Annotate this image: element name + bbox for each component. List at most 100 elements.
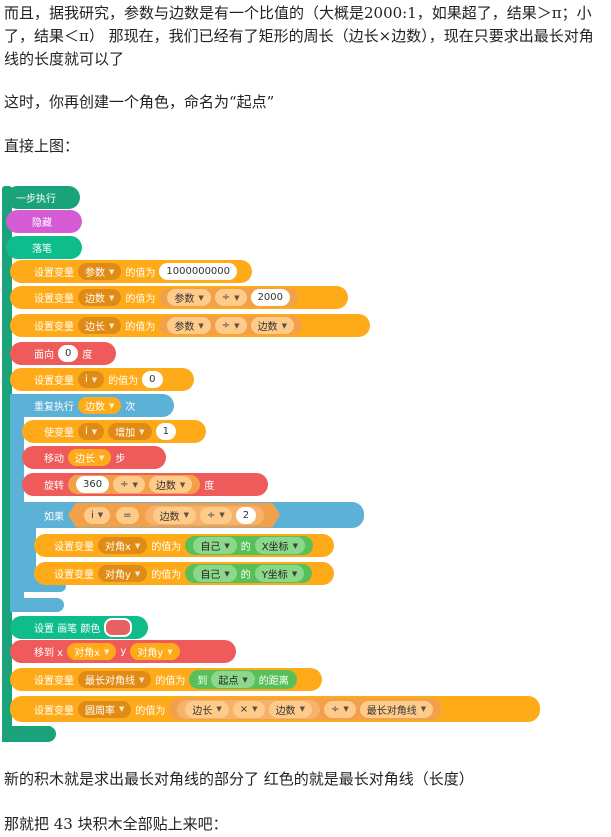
- x-reporter[interactable]: 对角x▼: [67, 643, 117, 660]
- operator-dropdown[interactable]: ÷▼: [113, 476, 145, 493]
- equals-sign: =: [116, 507, 138, 524]
- attribute-dropdown[interactable]: X坐标▼: [254, 537, 305, 554]
- var-reporter[interactable]: i▼: [84, 507, 110, 524]
- set-var-i-block[interactable]: 设置变量 i▼ 的值为 0: [10, 368, 194, 391]
- y-reporter[interactable]: 对角y▼: [130, 643, 180, 660]
- script-tail: [2, 726, 56, 742]
- hat-one-step-block[interactable]: 一步执行: [6, 186, 80, 209]
- pen-down-block[interactable]: 落笔: [6, 236, 82, 259]
- var-reporter[interactable]: 参数▼: [167, 289, 211, 306]
- chevron-down-icon: ▼: [291, 569, 298, 578]
- var-dropdown[interactable]: i▼: [78, 423, 105, 440]
- value-input[interactable]: 1: [155, 423, 176, 440]
- chevron-down-icon: ▼: [104, 647, 110, 656]
- direct-image-paragraph: 直接上图：: [4, 137, 80, 155]
- hide-block[interactable]: 隐藏: [6, 210, 82, 233]
- op-dropdown[interactable]: 增加▼: [108, 423, 152, 440]
- var-reporter[interactable]: 边长▼: [185, 700, 229, 718]
- equals-operator[interactable]: i▼ = 边数▼ ÷▼ 2: [68, 503, 280, 528]
- sprite-dropdown[interactable]: 自己▼: [193, 537, 237, 554]
- chevron-down-icon: ▼: [183, 511, 189, 519]
- var-dropdown[interactable]: 边长▼: [78, 317, 122, 334]
- chevron-down-icon: ▼: [299, 705, 305, 713]
- var-dropdown[interactable]: i▼: [78, 371, 105, 388]
- if-block[interactable]: 如果 i▼ = 边数▼ ÷▼ 2: [22, 502, 364, 528]
- set-var-diag-y-block[interactable]: 设置变量 对角y▼ 的值为 自己▼ 的 Y坐标▼: [34, 562, 334, 585]
- chevron-down-icon: ▼: [167, 647, 173, 656]
- var-reporter[interactable]: 边数▼: [250, 317, 294, 334]
- chevron-down-icon: ▼: [179, 480, 186, 489]
- chevron-down-icon: ▼: [139, 427, 145, 436]
- divide-operator[interactable]: 360 ÷▼ 边数▼: [68, 475, 201, 494]
- divide-operator[interactable]: 参数▼ ÷▼ 边数▼: [159, 316, 302, 335]
- var-dropdown[interactable]: 边数▼: [78, 289, 122, 306]
- var-reporter[interactable]: 最长对角线▼: [359, 700, 434, 718]
- chevron-down-icon: ▼: [109, 293, 115, 302]
- chevron-down-icon: ▼: [198, 321, 204, 330]
- chevron-down-icon: ▼: [91, 375, 98, 384]
- sensing-of-reporter[interactable]: 自己▼ 的 X坐标▼: [185, 536, 313, 555]
- operator-dropdown[interactable]: ÷▼: [214, 289, 247, 306]
- value-input[interactable]: 2000: [250, 289, 291, 306]
- set-var-longest-diag-block[interactable]: 设置变量 最长对角线▼ 的值为 到 起点▼ 的距离: [10, 668, 322, 691]
- var-dropdown[interactable]: 最长对角线▼: [78, 671, 152, 688]
- chevron-down-icon: ▼: [91, 427, 98, 436]
- set-var-side-length-block[interactable]: 设置变量 边长▼ 的值为 参数▼ ÷▼ 边数▼: [10, 314, 370, 337]
- operator-dropdown[interactable]: ×▼: [232, 700, 265, 718]
- chevron-down-icon: ▼: [216, 705, 222, 713]
- paste-all-paragraph: 那就把 43 块积木全部贴上来吧：: [4, 815, 228, 833]
- count-reporter[interactable]: 边数▼: [78, 397, 122, 414]
- divide-operator[interactable]: 边长▼ ×▼ 边数▼ ÷▼ 最长对角线▼: [169, 698, 442, 720]
- direction-input[interactable]: 0: [58, 345, 79, 362]
- var-dropdown[interactable]: 圆周率▼: [78, 700, 132, 718]
- goto-xy-block[interactable]: 移到 x 对角x▼ y 对角y▼: [10, 640, 236, 663]
- repeat-block[interactable]: 重复执行 边数▼ 次: [10, 394, 174, 417]
- var-reporter[interactable]: 参数▼: [167, 317, 211, 334]
- value-input[interactable]: 2: [236, 507, 256, 524]
- set-var-pi-block[interactable]: 设置变量 圆周率▼ 的值为 边长▼ ×▼ 边数▼ ÷▼ 最长对角线▼: [10, 696, 540, 722]
- chevron-down-icon: ▼: [234, 321, 240, 330]
- var-reporter[interactable]: 边数▼: [268, 700, 312, 718]
- sensing-of-reporter[interactable]: 自己▼ 的 Y坐标▼: [185, 564, 313, 583]
- chevron-down-icon: ▼: [109, 321, 115, 330]
- var-reporter[interactable]: 边数▼: [153, 507, 196, 524]
- point-direction-block[interactable]: 面向 0 度: [10, 342, 116, 365]
- chevron-down-icon: ▼: [281, 321, 287, 330]
- attribute-dropdown[interactable]: Y坐标▼: [254, 565, 305, 582]
- chevron-down-icon: ▼: [139, 675, 145, 684]
- chevron-down-icon: ▼: [134, 569, 141, 578]
- distance-to-reporter[interactable]: 到 起点▼ 的距离: [189, 670, 297, 689]
- chevron-down-icon: ▼: [242, 675, 248, 684]
- set-pen-color-block[interactable]: 设置 画笔 颜色: [10, 616, 148, 639]
- divide-operator[interactable]: 参数▼ ÷▼ 2000: [159, 288, 299, 307]
- divide-operator[interactable]: 边数▼ ÷▼ 2: [145, 506, 265, 525]
- sprite-dropdown[interactable]: 自己▼: [193, 565, 237, 582]
- set-var-diag-x-block[interactable]: 设置变量 对角x▼ 的值为 自己▼ 的 X坐标▼: [34, 534, 334, 557]
- operator-dropdown[interactable]: ÷▼: [323, 700, 356, 718]
- chevron-down-icon: ▼: [224, 569, 230, 578]
- chevron-down-icon: ▼: [134, 541, 141, 550]
- value-input[interactable]: 0: [142, 371, 163, 388]
- chevron-down-icon: ▼: [224, 541, 230, 550]
- set-var-sides-block[interactable]: 设置变量 边数▼ 的值为 参数▼ ÷▼ 2000: [10, 286, 348, 309]
- operator-dropdown[interactable]: ÷▼: [214, 317, 247, 334]
- var-dropdown[interactable]: 对角x▼: [98, 537, 148, 554]
- var-dropdown[interactable]: 参数▼: [78, 263, 122, 280]
- value-input[interactable]: 1000000000: [159, 263, 238, 280]
- pen-color-swatch[interactable]: [104, 618, 133, 637]
- chevron-down-icon: ▼: [99, 453, 105, 462]
- multiply-operator[interactable]: 边长▼ ×▼ 边数▼: [177, 699, 320, 719]
- move-block[interactable]: 移动 边长▼ 步: [22, 446, 166, 469]
- turn-block[interactable]: 旋转 360 ÷▼ 边数▼ 度: [22, 473, 268, 496]
- var-reporter[interactable]: 边数▼: [148, 476, 193, 493]
- operator-dropdown[interactable]: ÷▼: [200, 507, 232, 524]
- steps-reporter[interactable]: 边长▼: [68, 449, 112, 466]
- intro-paragraph: 而且，据我研究，参数与边数是有一个比值的（大概是2000:1，如果超了，结果＞π…: [4, 4, 594, 68]
- target-dropdown[interactable]: 起点▼: [211, 671, 255, 688]
- chevron-down-icon: ▼: [109, 267, 115, 276]
- repeat-c-arm: [10, 394, 24, 612]
- value-input[interactable]: 360: [76, 476, 110, 493]
- set-var-param-block[interactable]: 设置变量 参数▼ 的值为 1000000000: [10, 260, 252, 283]
- change-var-i-block[interactable]: 使变量 i▼ 增加▼ 1: [22, 420, 206, 443]
- var-dropdown[interactable]: 对角y▼: [98, 565, 148, 582]
